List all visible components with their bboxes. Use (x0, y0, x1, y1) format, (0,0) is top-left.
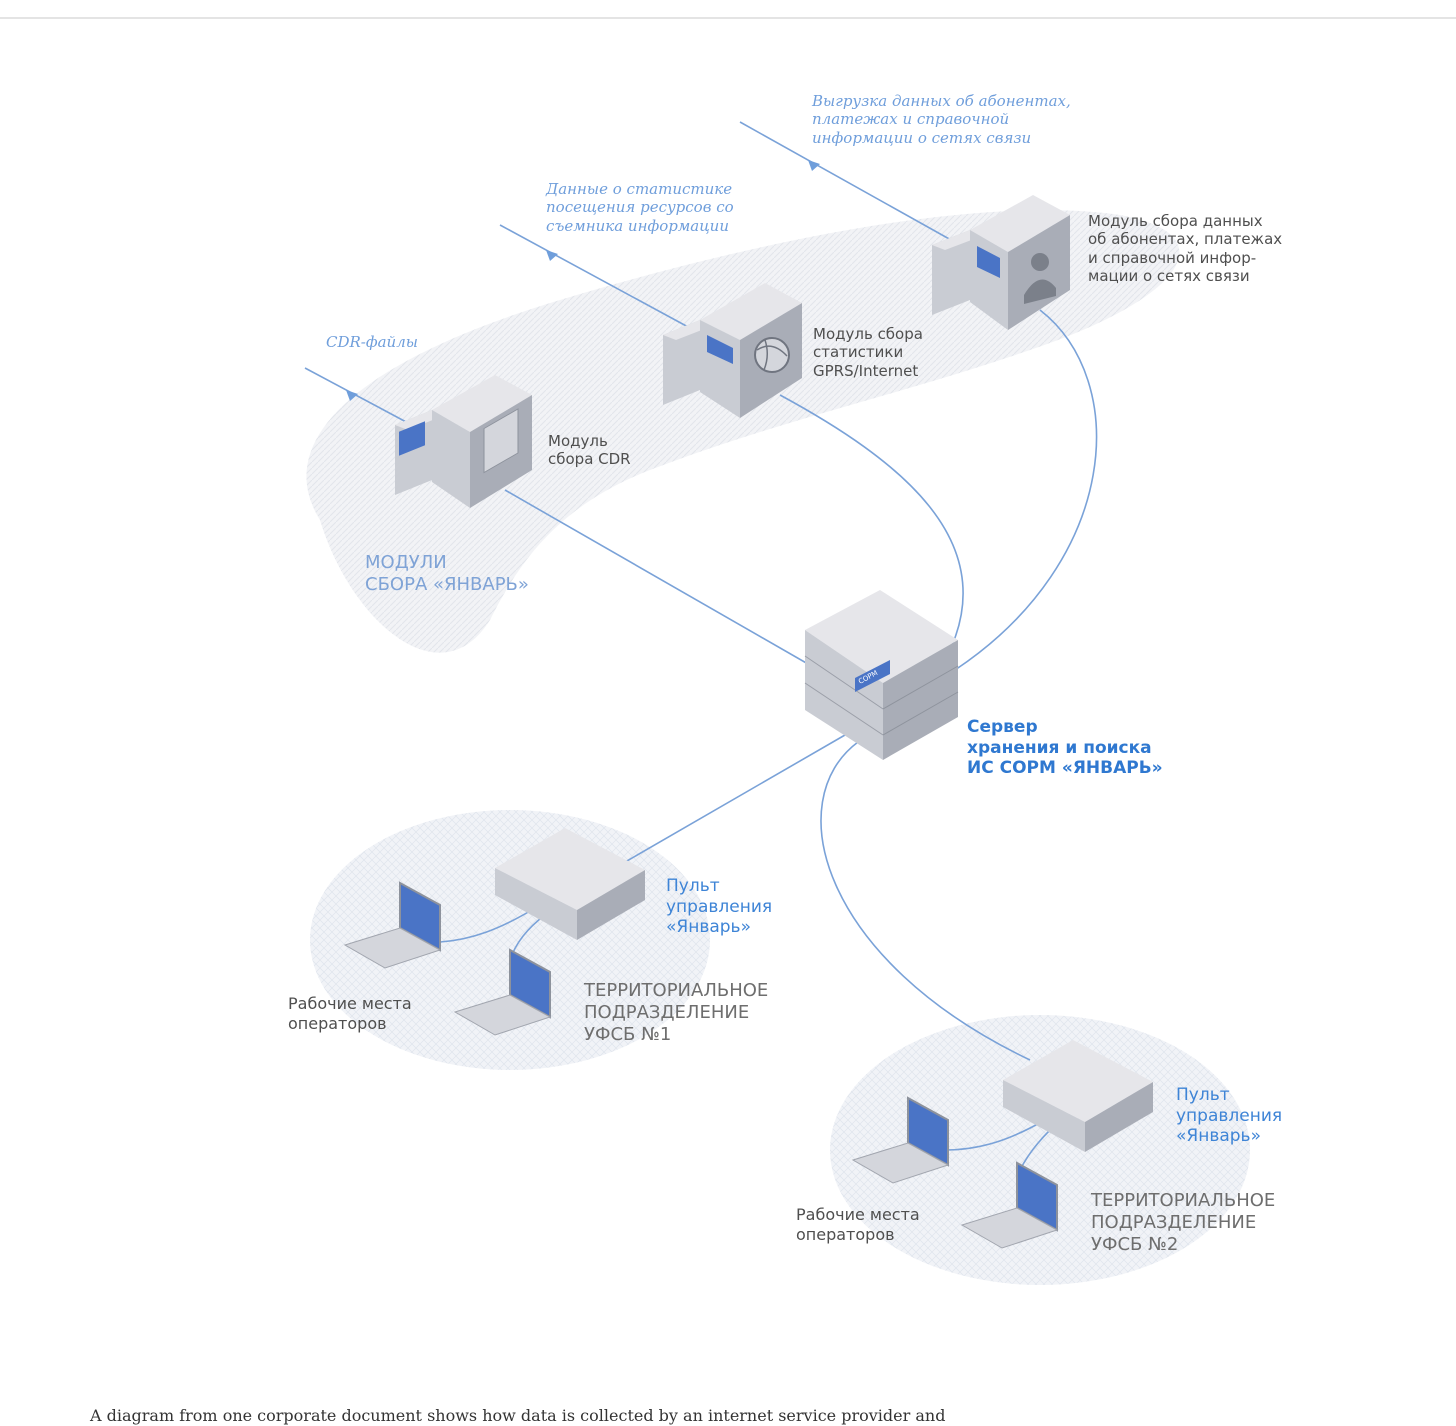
gprs-module-label: Модуль сбора статистики GPRS/Internet (813, 325, 923, 380)
cdr-module-server-icon (395, 375, 532, 508)
gprs-to-server-line (779, 394, 964, 651)
label-line: сбора CDR (548, 450, 631, 469)
label-line: платежах и справочной (812, 110, 1010, 129)
subscriber-feed-line (739, 121, 961, 246)
laptop-icon (343, 881, 442, 969)
label-line: GPRS/Internet (813, 361, 919, 380)
collection-modules-zone (306, 210, 1180, 653)
label-line: СБОРА «ЯНВАРЬ» (365, 573, 529, 595)
label-line: Рабочие места (288, 994, 412, 1013)
label-line: ПОДРАЗДЕЛЕНИЕ (1091, 1211, 1257, 1233)
label-line: ИС СОРМ «ЯНВАРЬ» (967, 758, 1163, 779)
console-1-label: Пульт управления «Январь» (666, 876, 772, 938)
subscriber-module-label: Модуль сбора данных об абонентах, платеж… (1088, 212, 1282, 285)
label-line: «Январь» (1176, 1126, 1261, 1147)
top-bar (0, 0, 1456, 19)
figure-caption: A diagram from one corporate document sh… (90, 1406, 946, 1425)
label-line: посещения ресурсов со (546, 198, 734, 217)
workplaces-1-label: Рабочие места операторов (288, 994, 412, 1033)
label-line: МОДУЛИ (365, 552, 447, 573)
label-line: «Январь» (666, 917, 751, 938)
label-line: Рабочие места (796, 1205, 920, 1224)
label-line: об абонентах, платежах (1088, 230, 1283, 249)
collection-modules-title: МОДУЛИ СБОРА «ЯНВАРЬ» (365, 552, 529, 596)
server-label: Сервер хранения и поиска ИС СОРМ «ЯНВАРЬ… (967, 717, 1163, 779)
connection-lines (439, 309, 1098, 1171)
label-line: статистики (813, 343, 904, 362)
label-line: информации о сетях связи (812, 128, 1032, 147)
label-line: УФСБ №2 (1091, 1233, 1179, 1255)
feed-arrow-icons (346, 160, 820, 401)
console-1-icon (495, 828, 645, 940)
laptop-icon (960, 1161, 1059, 1249)
arrow-icon (546, 250, 558, 261)
central-server-icon: СОРМ (804, 590, 959, 760)
console-2-icon (1003, 1040, 1153, 1152)
stats-feed-line (499, 224, 691, 329)
label-line: Выгрузка данных об абонентах, (812, 92, 1071, 110)
label-line: съемника информации (546, 216, 730, 235)
workplaces-2-label: Рабочие места операторов (796, 1205, 920, 1244)
globe-icon (754, 337, 790, 373)
label-line: CDR-файлы (326, 333, 418, 351)
subscriber-module-server-icon (932, 195, 1070, 330)
label-line: операторов (288, 1013, 387, 1033)
arrow-icon (346, 390, 358, 401)
label-line: управления (666, 896, 773, 917)
server-to-console-2-line (820, 741, 1031, 1061)
label-line: Модуль (548, 432, 608, 450)
label-line: Пульт (1176, 1085, 1230, 1105)
label-line: хранения и поиска (967, 737, 1152, 758)
person-icon (1024, 253, 1056, 304)
label-line: Модуль сбора данных (1088, 212, 1263, 230)
laptop-icon (453, 948, 552, 1036)
label-line: Модуль сбора (813, 325, 923, 343)
label-line: мации о сетях связи (1088, 266, 1250, 285)
label-line: операторов (796, 1224, 895, 1244)
label-line: Сервер (967, 717, 1038, 737)
cdr-feed-label: CDR-файлы (326, 333, 418, 351)
label-line: ПОДРАЗДЕЛЕНИЕ (584, 1001, 750, 1023)
division-2-title: ТЕРРИТОРИАЛЬНОЕ ПОДРАЗДЕЛЕНИЕ УФСБ №2 (1091, 1190, 1275, 1256)
console-2-label: Пульт управления «Январь» (1176, 1085, 1282, 1147)
label-line: и справочной инфор- (1088, 248, 1257, 267)
division-1-title: ТЕРРИТОРИАЛЬНОЕ ПОДРАЗДЕЛЕНИЕ УФСБ №1 (584, 980, 768, 1046)
subscribers-to-server-line (954, 309, 1098, 671)
label-line: УФСБ №1 (584, 1023, 672, 1045)
server-to-console-1-line (619, 734, 846, 866)
laptop-icon (851, 1096, 950, 1184)
gprs-module-server-icon (663, 283, 802, 418)
console-2-laptop-a-line (944, 1119, 1046, 1151)
cdr-to-server-line (504, 489, 816, 669)
cdr-module-label: Модуль сбора CDR (548, 432, 631, 469)
stats-feed-label: Данные о статистике посещения ресурсов с… (546, 180, 734, 235)
label-line: Данные о статистике (546, 180, 733, 198)
label-line: ТЕРРИТОРИАЛЬНОЕ (584, 980, 769, 1001)
label-line: управления (1176, 1105, 1283, 1126)
arrow-icon (808, 160, 820, 171)
label-line: Пульт (666, 876, 720, 896)
subscriber-feed-label: Выгрузка данных об абонентах, платежах и… (812, 92, 1071, 147)
label-line: ТЕРРИТОРИАЛЬНОЕ (1091, 1190, 1276, 1211)
